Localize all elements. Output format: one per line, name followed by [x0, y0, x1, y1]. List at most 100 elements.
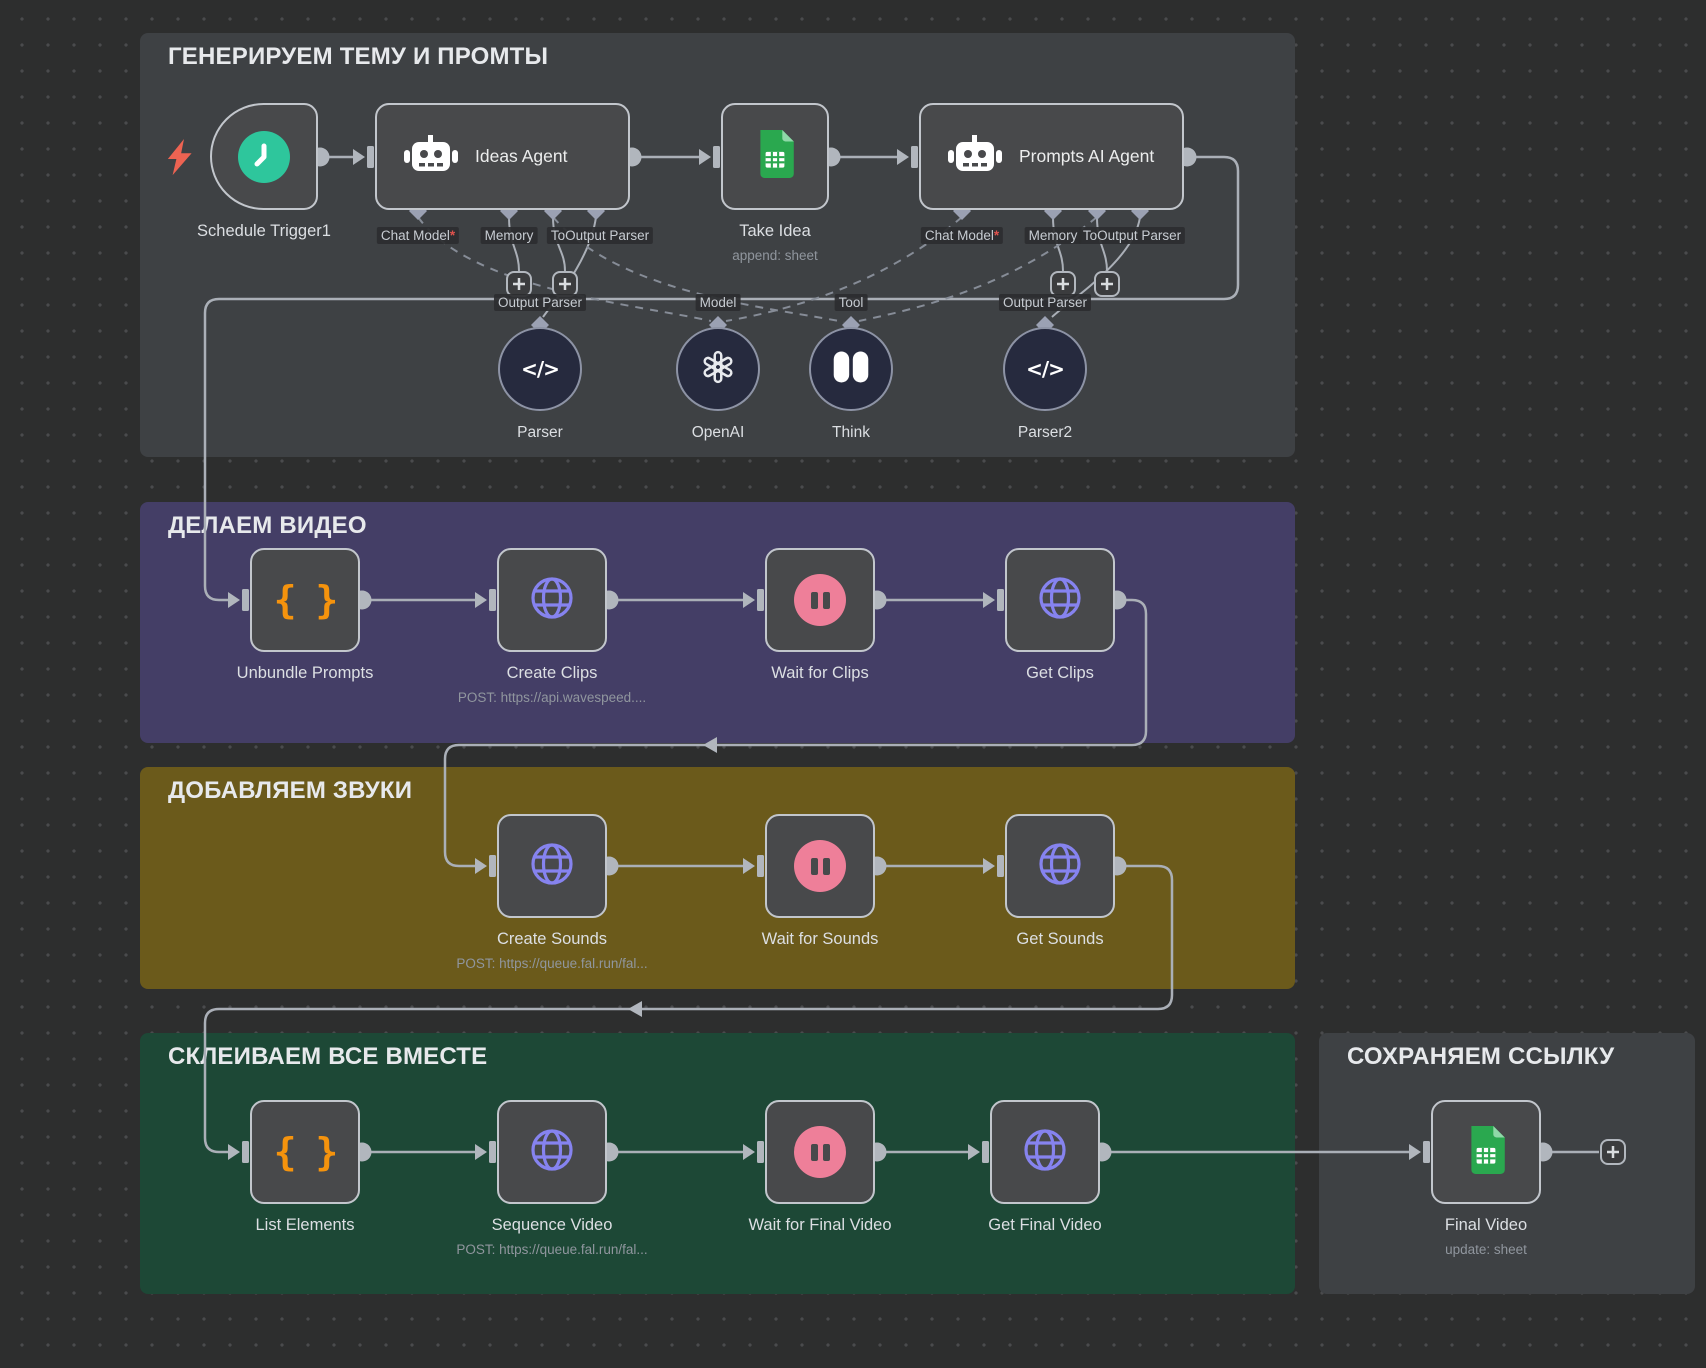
node-get-final-video[interactable] — [990, 1100, 1100, 1204]
output-parser-connector-label: Output Parser — [493, 294, 587, 311]
subnode-think[interactable] — [809, 327, 893, 411]
tool-output-parser-slot-label: ToOutput Parser — [546, 227, 654, 244]
globe-icon — [528, 1126, 576, 1179]
google-sheets-icon — [1467, 1125, 1505, 1179]
node-label: Wait for Clips — [771, 664, 869, 682]
node-list-elements[interactable]: { } — [250, 1100, 360, 1204]
node-unbundle-prompts[interactable]: { } — [250, 548, 360, 652]
input-port[interactable] — [997, 855, 1004, 877]
connection-ideas-memory-stub[interactable] — [508, 216, 520, 272]
node-wait-for-sounds[interactable] — [765, 814, 875, 918]
add-memory-button[interactable] — [1050, 271, 1076, 297]
node-wait-for-final-video[interactable] — [765, 1100, 875, 1204]
add-connection-buttons — [506, 271, 1626, 1165]
section-glue-together[interactable]: СКЛЕИВАЕМ ВСЕ ВМЕСТЕ — [140, 1033, 1295, 1294]
node-take-idea[interactable] — [721, 103, 829, 210]
tool-output-parser-slot-label: ToOutput Parser — [1078, 227, 1186, 244]
input-port[interactable] — [997, 589, 1004, 611]
input-port[interactable] — [757, 1141, 764, 1163]
input-arrow-icon — [228, 1144, 240, 1160]
node-ideas-agent[interactable]: Ideas Agent — [375, 103, 630, 210]
node-get-sounds[interactable] — [1005, 814, 1115, 918]
node-label: Final Video — [1444, 1216, 1528, 1234]
input-port[interactable] — [489, 1141, 496, 1163]
braces-icon: { } — [273, 578, 339, 622]
subnode-parser[interactable]: </> — [498, 327, 582, 411]
node-label: Wait for Sounds — [761, 930, 879, 948]
connection-prompts-tool-stub[interactable] — [1096, 216, 1108, 272]
input-arrow-icon — [743, 858, 755, 874]
input-port[interactable] — [242, 1141, 249, 1163]
input-port[interactable] — [982, 1141, 989, 1163]
wire-direction-arrow-icon — [628, 1001, 642, 1017]
input-port[interactable] — [757, 589, 764, 611]
node-label: Create Sounds — [496, 930, 608, 948]
globe-icon — [528, 574, 576, 627]
clock-icon — [238, 130, 290, 183]
input-port[interactable] — [367, 146, 374, 168]
connection-prompts-memory-stub[interactable] — [1052, 216, 1064, 272]
section-title: ДЕЛАЕМ ВИДЕО — [168, 512, 367, 539]
node-schedule-trigger[interactable] — [210, 103, 318, 210]
input-arrow-icon — [1409, 1144, 1421, 1160]
node-label: Take Idea — [739, 222, 811, 240]
section-title: СОХРАНЯЕМ ССЫЛКУ — [1347, 1043, 1615, 1070]
globe-icon — [1021, 1126, 1069, 1179]
add-next-node-button[interactable] — [1600, 1139, 1626, 1165]
input-port[interactable] — [757, 855, 764, 877]
input-arrow-icon — [983, 858, 995, 874]
input-arrow-icon — [475, 592, 487, 608]
node-final-video[interactable] — [1431, 1100, 1541, 1204]
node-get-clips[interactable] — [1005, 548, 1115, 652]
input-port[interactable] — [713, 146, 720, 168]
bolt-icon — [167, 139, 192, 176]
node-label: OpenAI — [691, 424, 745, 441]
openai-icon — [695, 344, 741, 395]
input-arrow-icon — [228, 592, 240, 608]
pause-icon — [794, 574, 846, 626]
connection-ideas-tool-to-think[interactable] — [552, 216, 845, 323]
node-subtitle: update: sheet — [1445, 1242, 1527, 1257]
code-icon: </> — [1026, 357, 1065, 381]
memory-slot-label: Memory — [480, 227, 538, 244]
node-create-clips[interactable] — [497, 548, 607, 652]
pause-icon — [794, 1126, 846, 1178]
node-wait-for-clips[interactable] — [765, 548, 875, 652]
robot-icon — [403, 133, 459, 180]
input-port[interactable] — [1423, 1141, 1430, 1163]
input-port[interactable] — [489, 855, 496, 877]
input-port[interactable] — [242, 589, 249, 611]
node-label: Sequence Video — [491, 1216, 613, 1234]
connection-getsounds-to-listelements[interactable] — [203, 864, 1174, 1154]
add-memory-button[interactable] — [506, 271, 532, 297]
add-tool-button[interactable] — [552, 271, 578, 297]
input-ports — [228, 146, 1430, 1163]
tool-connector-label: Tool — [834, 294, 868, 311]
connection-ideas-tool-stub[interactable] — [552, 216, 566, 272]
section-title: СКЛЕИВАЕМ ВСЕ ВМЕСТЕ — [168, 1043, 488, 1070]
chat-model-slot-label: Chat Model* — [376, 227, 460, 244]
node-sequence-video[interactable] — [497, 1100, 607, 1204]
subnode-openai[interactable] — [676, 327, 760, 411]
globe-icon — [1036, 574, 1084, 627]
google-sheets-icon — [756, 130, 794, 183]
input-arrow-icon — [743, 1144, 755, 1160]
node-subtitle: POST: https://api.wavespeed.... — [457, 690, 647, 705]
node-subtitle: append: sheet — [732, 248, 818, 263]
model-connector-label: Model — [695, 294, 741, 311]
node-create-sounds[interactable] — [497, 814, 607, 918]
input-arrow-icon — [353, 149, 365, 165]
pause-icon — [794, 840, 846, 892]
input-port[interactable] — [911, 146, 918, 168]
connection-getclips-to-createsounds[interactable] — [443, 598, 1148, 868]
braces-icon: { } — [273, 1130, 339, 1174]
input-arrow-icon — [475, 858, 487, 874]
node-label: List Elements — [255, 1216, 355, 1234]
node-prompts-ai-agent[interactable]: Prompts AI Agent — [919, 103, 1184, 210]
node-title: Ideas Agent — [475, 146, 568, 166]
add-tool-button[interactable] — [1094, 271, 1120, 297]
node-label: Wait for Final Video — [748, 1216, 892, 1234]
subnode-parser2[interactable]: </> — [1003, 327, 1087, 411]
input-port[interactable] — [489, 589, 496, 611]
